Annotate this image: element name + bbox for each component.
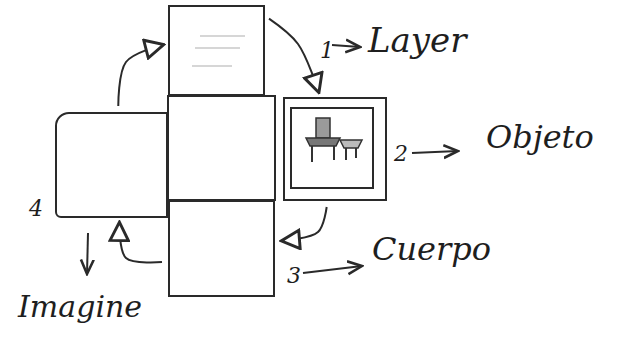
net-square [168,96,275,200]
handwritten-label: Imagine [18,290,142,323]
chair-picture [306,118,362,162]
callout-number: 4 [29,198,43,220]
curved-arrow [269,19,318,91]
net-face: 2 [283,97,387,201]
callout-number: 2 [394,143,408,165]
handwritten-label: Objeto [486,120,594,155]
net-face: 1 [168,5,265,96]
net-face: 4 [55,112,168,218]
curved-arrow [118,45,162,106]
net-face: 3 [168,200,275,297]
picture-frame [291,108,373,188]
callout-number: 3 [287,265,301,287]
curved-arrow [283,207,327,241]
handwritten-label: Cuerpo [372,232,491,267]
faint-marks [192,36,245,66]
curved-arrow [119,224,162,263]
handwritten-label: Layer [368,22,466,59]
callout-number: 1 [320,40,334,62]
